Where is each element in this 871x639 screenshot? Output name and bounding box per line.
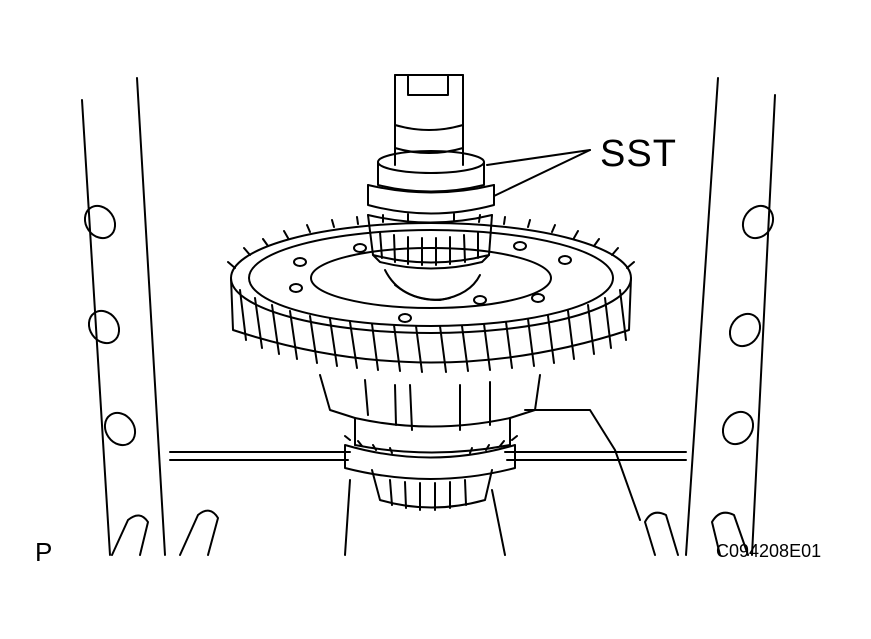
ring-gear: [227, 213, 635, 373]
lower-gear: [344, 435, 518, 556]
column-holes-right: [721, 204, 775, 446]
column-holes-left: [83, 204, 137, 447]
sst-leader-lines: [486, 149, 591, 197]
differential-case: [319, 374, 641, 521]
view-marker-label: P: [35, 537, 53, 567]
upper-bearing: [367, 214, 493, 270]
sst-tool: [367, 150, 495, 215]
support-rods: [111, 509, 749, 556]
figure-code-label: C094208E01: [716, 541, 822, 561]
press-frame: [81, 77, 776, 556]
press-ram: [394, 74, 464, 166]
sst-callout-label: SST: [600, 133, 677, 175]
